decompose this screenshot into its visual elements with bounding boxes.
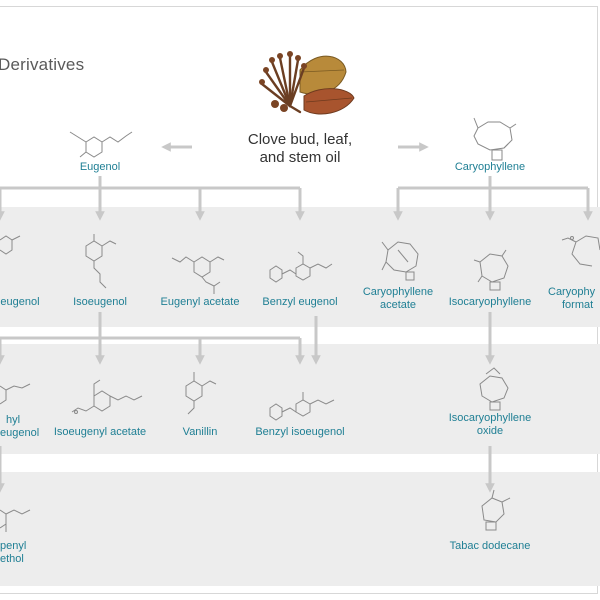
caryophyllene-acetate-structure bbox=[381, 241, 419, 281]
label-caryophyllene: Caryophyllene bbox=[454, 161, 526, 173]
partial-structure-1 bbox=[0, 235, 21, 255]
label-benzyl-eugenol: Benzyl eugenol bbox=[262, 296, 338, 308]
label-propenyl-guaethol: penyl ethol bbox=[0, 540, 27, 565]
eugenol-structure bbox=[69, 131, 133, 158]
band-row-1 bbox=[0, 207, 600, 327]
label-eugenol-partial: eugenol bbox=[0, 296, 40, 308]
label-isoeugenyl-acetate: Isoeugenyl acetate bbox=[53, 426, 147, 438]
label-isoeugenol: Isoeugenol bbox=[73, 296, 127, 308]
label-vanillin: Vanillin bbox=[182, 426, 218, 438]
eugenyl-acetate-structure bbox=[171, 256, 225, 294]
vanillin-structure bbox=[185, 372, 217, 415]
label-isocaryophyllene: Isocaryophyllene bbox=[448, 296, 532, 308]
partial-structure-2 bbox=[0, 383, 31, 405]
isocaryophyllene-structure bbox=[473, 249, 509, 291]
isoeugenol-structure bbox=[85, 234, 117, 289]
label-caryophyllene-acetate: Caryophyllene acetate bbox=[362, 286, 434, 311]
partial-structure-3 bbox=[0, 509, 31, 532]
source-label: Clove bud, leaf, and stem oil bbox=[247, 131, 353, 166]
benzyl-eugenol-structure bbox=[269, 251, 333, 283]
label-caryophyllene-formate: Caryophy format bbox=[548, 286, 596, 311]
isocaryophyllene-oxide-structure bbox=[479, 367, 509, 411]
label-eugenyl-acetate: Eugenyl acetate bbox=[160, 296, 240, 308]
band-row-3 bbox=[0, 472, 600, 586]
diagram-title: Derivatives bbox=[0, 55, 85, 74]
isoeugenyl-acetate-structure bbox=[71, 379, 143, 414]
benzyl-isoeugenol-structure bbox=[269, 392, 335, 421]
label-methyl-isoeugenol: hyl eugenol bbox=[0, 414, 40, 439]
label-benzyl-isoeugenol: Benzyl isoeugenol bbox=[255, 426, 345, 438]
tabac-dodecane-structure bbox=[481, 489, 511, 531]
label-eugenol: Eugenol bbox=[79, 161, 121, 173]
label-isocaryophyllene-oxide: Isocaryophyllene oxide bbox=[448, 412, 532, 437]
label-tabac-dodecane: Tabac dodecane bbox=[449, 540, 531, 552]
caryophyllene-structure bbox=[473, 117, 517, 161]
caryophyllene-formate-structure bbox=[561, 235, 600, 267]
